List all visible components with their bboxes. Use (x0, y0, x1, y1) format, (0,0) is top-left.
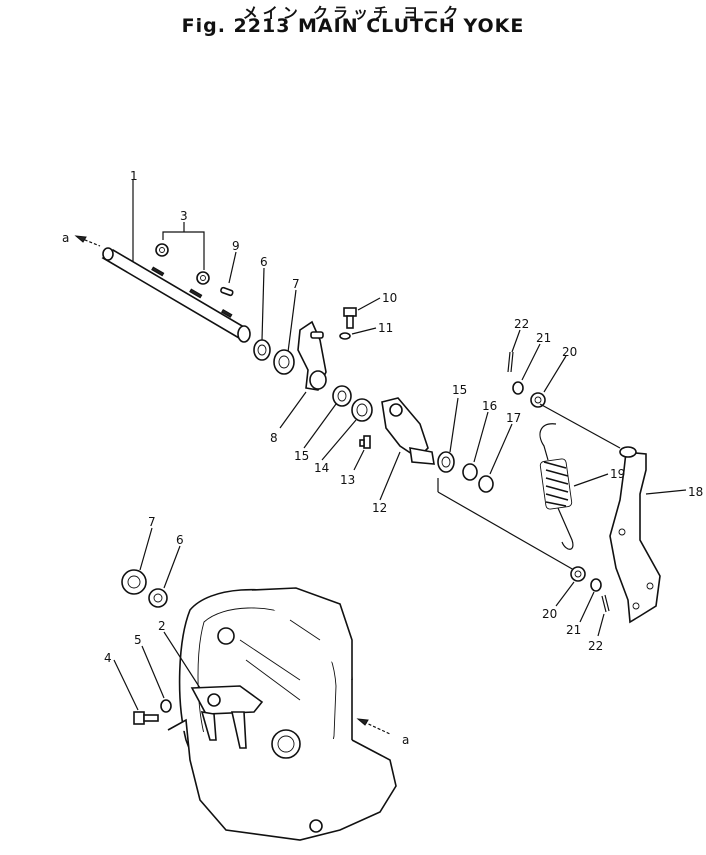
bracket-part-18 (609, 446, 687, 624)
screw-part-13 (353, 435, 371, 471)
key-part-9 (220, 251, 237, 297)
ref-mark-a-right: a (402, 733, 409, 747)
callout-9: 9 (232, 239, 240, 253)
callout-11: 11 (378, 321, 393, 335)
bearing-part-6-upper (253, 267, 271, 361)
figure-title: Fig. 2213 MAIN CLUTCH YOKE (181, 15, 525, 37)
callout-21-upper: 21 (536, 331, 551, 345)
shift-fork-part-2 (163, 631, 264, 749)
lever-part-8 (279, 320, 327, 429)
callout-2: 2 (158, 619, 166, 633)
callout-15-right: 15 (452, 383, 467, 397)
washer-part-11 (339, 327, 377, 340)
callout-20-upper: 20 (562, 345, 577, 359)
collar-part-14 (321, 398, 373, 461)
washer-part-16 (462, 411, 489, 481)
washer-part-21-lower (579, 578, 602, 623)
callout-22-upper: 22 (514, 317, 529, 331)
reference-arrow-right: a (356, 718, 409, 747)
callout-7-upper: 7 (292, 277, 300, 291)
callout-15-center: 15 (294, 449, 309, 463)
pin-part-20-upper (530, 355, 621, 449)
callout-10: 10 (382, 291, 397, 305)
bolt-part-4 (113, 659, 159, 725)
callout-14: 14 (314, 461, 329, 475)
callout-3: 3 (180, 209, 188, 223)
callout-19: 19 (610, 467, 625, 481)
callout-8: 8 (270, 431, 278, 445)
callout-6-lower: 6 (176, 533, 184, 547)
bearing-part-7-lower (121, 527, 153, 595)
shaft-part-1 (101, 180, 251, 343)
leader-yoke-pin (437, 491, 575, 571)
callout-20-lower: 20 (542, 607, 557, 621)
bearing-part-6-lower (148, 545, 181, 608)
callout-6-upper: 6 (260, 255, 268, 269)
callout-7-lower: 7 (148, 515, 156, 529)
washer-part-17 (478, 423, 513, 493)
bearing-part-15-right (437, 397, 459, 473)
cotter-pin-part-22-lower (597, 594, 610, 637)
callout-22-lower: 22 (588, 639, 603, 653)
pin-part-20-lower (555, 566, 586, 607)
bushings-part-3 (155, 222, 210, 285)
reference-arrow-left: a (62, 231, 101, 247)
callout-18: 18 (688, 485, 703, 499)
callout-12: 12 (372, 501, 387, 515)
bearing-part-7-upper (273, 289, 297, 375)
clutch-housing (167, 587, 397, 841)
callout-21-lower: 21 (566, 623, 581, 637)
cotter-pin-part-22-upper (507, 329, 521, 373)
washer-part-5 (141, 645, 172, 713)
bolt-part-10 (343, 297, 381, 329)
callout-5: 5 (134, 633, 142, 647)
callout-1: 1 (130, 169, 138, 183)
callout-17: 17 (506, 411, 521, 425)
callout-16: 16 (482, 399, 497, 413)
figure-title-japanese: メイン クラッチ ヨーク (242, 4, 464, 22)
spring-part-19 (539, 423, 609, 550)
yoke-part-12 (379, 397, 435, 501)
callout-13: 13 (340, 473, 355, 487)
callout-4: 4 (104, 651, 112, 665)
bearing-part-15-center (303, 385, 352, 449)
ref-mark-a-left: a (62, 231, 69, 245)
washer-part-21-upper (512, 343, 541, 395)
